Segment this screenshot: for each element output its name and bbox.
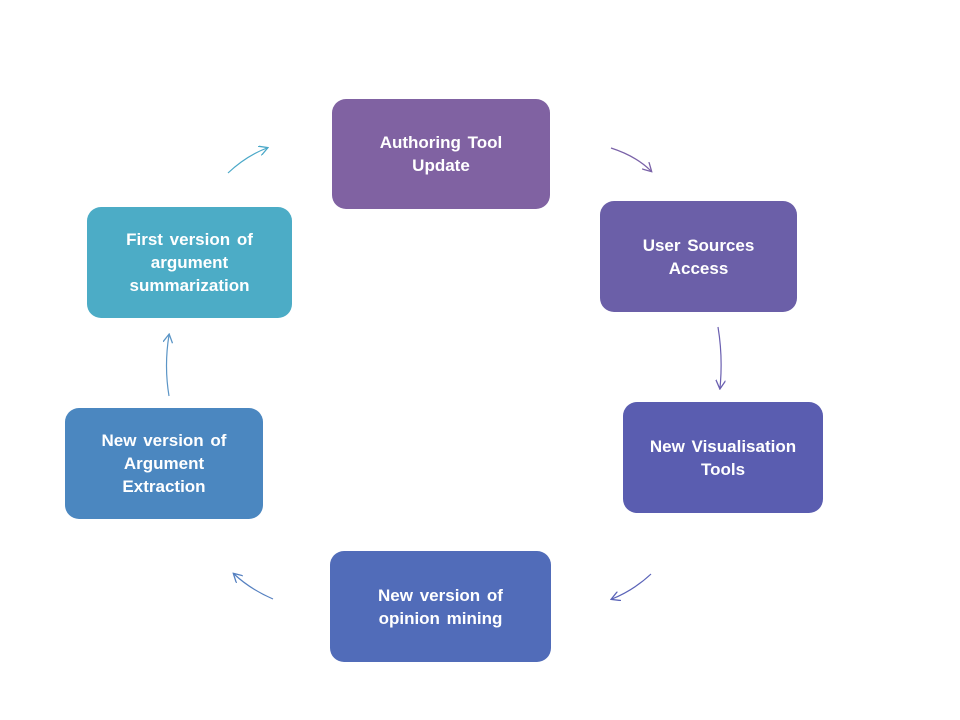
node-authoring-tool-update: Authoring Tool Update [332,99,550,209]
node-new-version-opinion-mining: New version of opinion mining [330,551,551,662]
node-user-sources-access: User Sources Access [600,201,797,312]
node-new-visualisation-tools: New Visualisation Tools [623,402,823,513]
arrow-authoring-to-user [610,147,651,171]
arrow-extraction-to-summary [167,335,170,397]
node-first-version-argument-summarization: First version of argument summarization [87,207,292,318]
arrow-user-to-visual [718,326,721,388]
arrow-summary-to-authoring [227,148,267,174]
node-new-version-argument-extraction: New version of Argument Extraction [65,408,263,519]
arrow-visual-to-opinion [612,573,652,599]
arrow-opinion-to-extraction [234,574,274,600]
